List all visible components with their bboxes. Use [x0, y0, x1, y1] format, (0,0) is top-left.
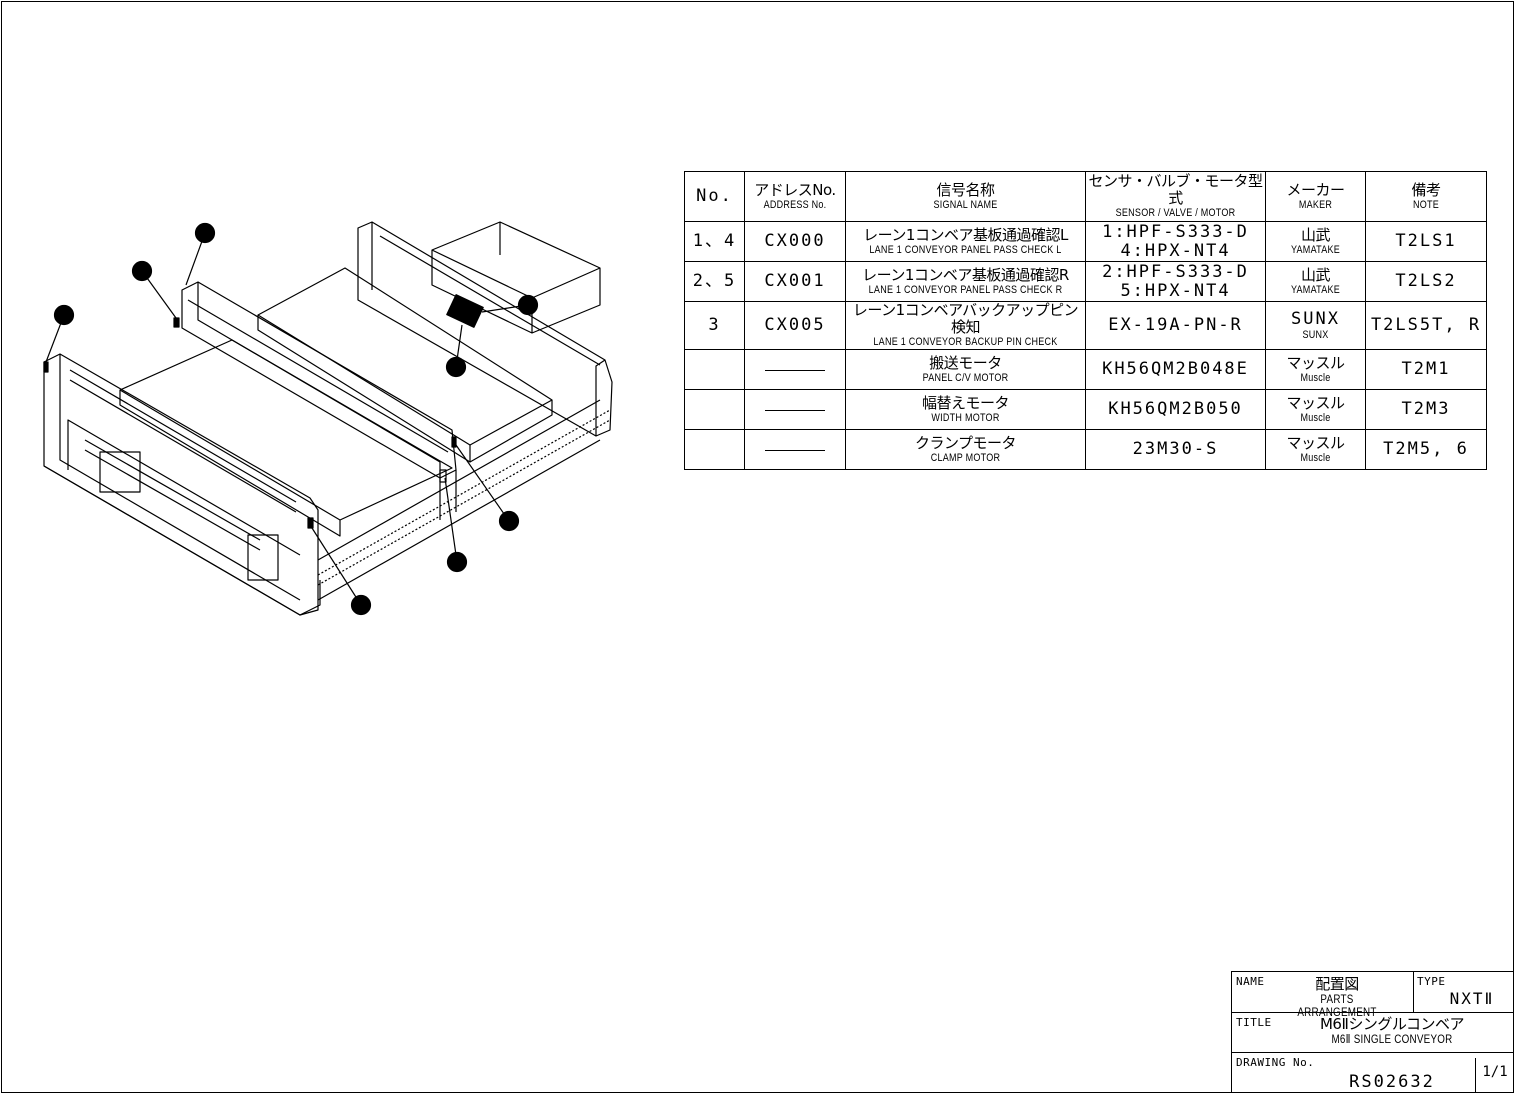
- cell-note: T2M3: [1365, 389, 1487, 430]
- front-rail: [43, 353, 319, 616]
- cell-note: T2LS2: [1365, 261, 1487, 302]
- type-value: NXTⅡ: [1449, 989, 1495, 1008]
- cell-note: T2M5, 6: [1365, 429, 1487, 470]
- header-no: No.: [684, 171, 745, 222]
- dash-line: [765, 410, 825, 411]
- cell-no: 3: [684, 301, 745, 350]
- cell-address: CX005: [744, 301, 846, 350]
- callout-dot: [498, 510, 520, 532]
- conveyor-drawing: [43, 221, 613, 616]
- type-label: TYPE: [1417, 975, 1446, 988]
- drawing-no-label: DRAWING No.: [1236, 1056, 1315, 1069]
- callouts: [45, 222, 539, 616]
- cell-address: [744, 349, 846, 390]
- cell-note: T2M1: [1365, 349, 1487, 390]
- cell-address: CX000: [744, 221, 846, 262]
- panel-plate: [257, 267, 553, 446]
- cell-address: [744, 389, 846, 430]
- callout-dot: [194, 222, 216, 244]
- cell-address: [744, 429, 846, 470]
- foot-block: [247, 534, 279, 581]
- dash-line: [765, 450, 825, 451]
- callout-dot: [350, 594, 372, 616]
- cell-note: T2LS1: [1365, 221, 1487, 262]
- cell-sensor: KH56QM2B048E: [1085, 349, 1266, 390]
- title-value: M6Ⅱシングルコンベア M6Ⅱ SINGLE CONVEYOR: [1319, 1015, 1465, 1046]
- sensor-3: [446, 294, 484, 328]
- motor-box: [431, 221, 601, 334]
- cell-no: 1、4: [684, 221, 745, 262]
- name-label: NAME: [1236, 975, 1265, 988]
- cell-note: T2LS5T, R: [1365, 301, 1487, 350]
- name-value: 配置図 PARTS ARRANGEMENT: [1297, 975, 1377, 1019]
- cell-sensor: EX-19A-PN-R: [1085, 301, 1266, 350]
- drawing-no-value: RS02632: [1349, 1072, 1435, 1092]
- cell-address: CX001: [744, 261, 846, 302]
- title-block: NAME 配置図 PARTS ARRANGEMENT TYPE NXTⅡ TIT…: [1231, 971, 1514, 1093]
- sensor-1: [43, 361, 49, 373]
- sensor-6: [439, 469, 447, 483]
- dash-line: [765, 370, 825, 371]
- base-frame: [43, 419, 321, 616]
- sensor-5: [451, 436, 457, 448]
- sensor-4: [307, 517, 314, 529]
- right-rail: [357, 221, 613, 437]
- cell-no: [684, 349, 745, 390]
- sensor-2: [173, 317, 180, 328]
- sheet-number: 1/1: [1482, 1064, 1508, 1080]
- cell-sensor: KH56QM2B050: [1085, 389, 1266, 430]
- callout-dot: [53, 304, 75, 326]
- cell-no: 2、5: [684, 261, 745, 302]
- cell-no: [684, 429, 745, 470]
- callout-dot: [446, 551, 468, 573]
- callout-dot: [131, 260, 153, 282]
- header-address: アドレスNo.ADDRESS No.: [744, 171, 846, 222]
- title-label: TITLE: [1236, 1016, 1272, 1029]
- callout-dot: [445, 356, 467, 378]
- callout-dot: [517, 294, 539, 316]
- cell-sensor: 23M30-S: [1085, 429, 1266, 470]
- lower-plate: [119, 339, 453, 537]
- cell-no: [684, 389, 745, 430]
